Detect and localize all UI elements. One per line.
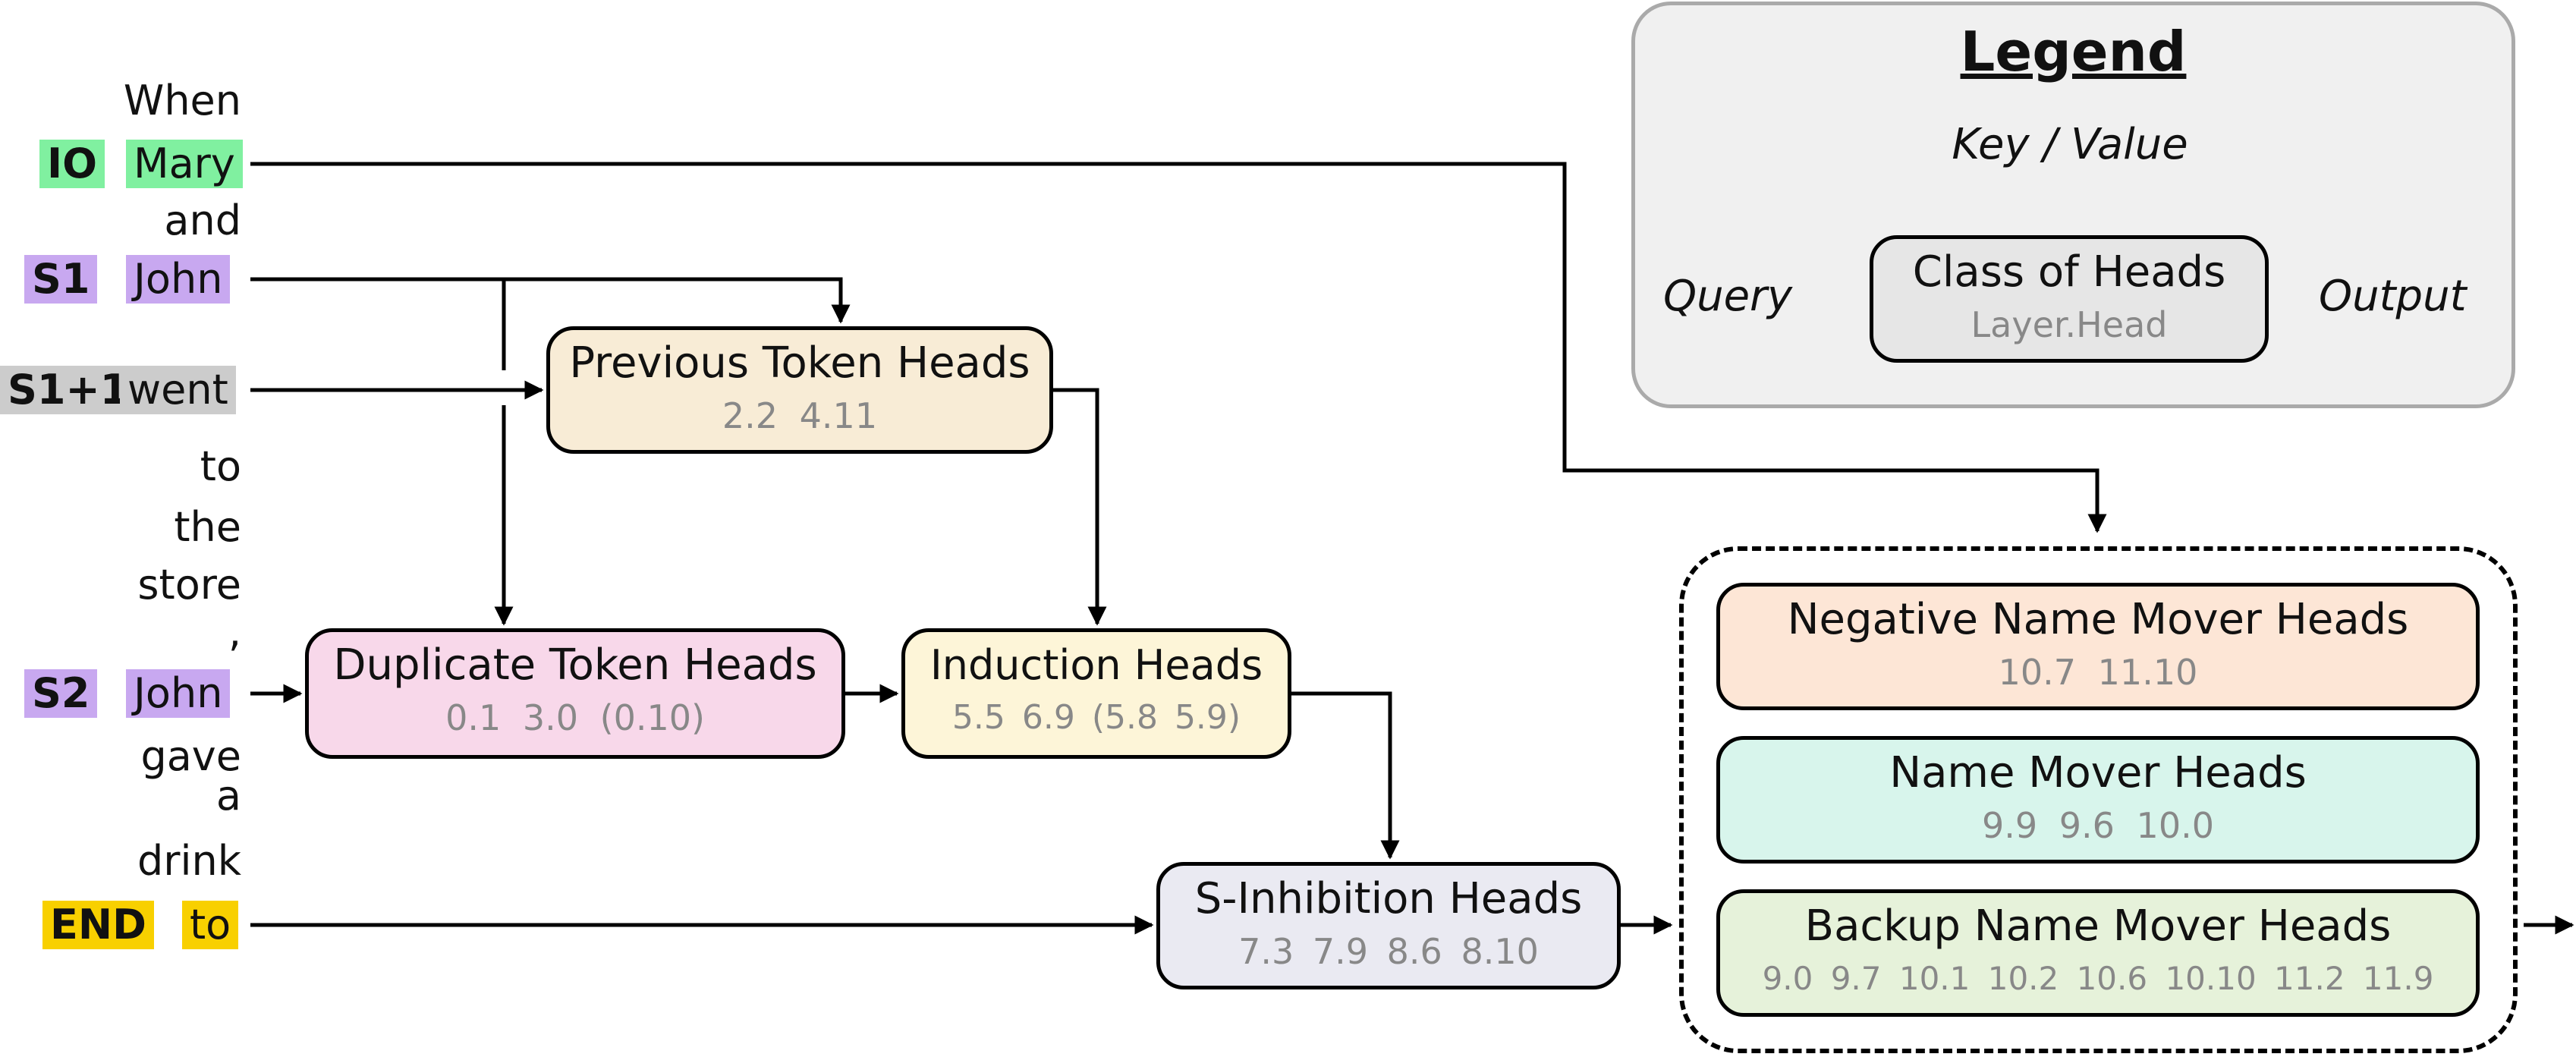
legend-class-of-heads: Class of Heads	[1912, 247, 2226, 297]
name-mover-heads-box: Name Mover Heads 9.9 9.6 10.0	[1716, 736, 2480, 864]
negative-name-mover-heads-title: Negative Name Mover Heads	[1787, 595, 2409, 644]
induction-heads-box: Induction Heads 5.5 6.9 (5.8 5.9)	[901, 628, 1291, 759]
s2-word: John	[126, 669, 231, 718]
s-inhibition-heads-box: S-Inhibition Heads 7.3 7.9 8.6 8.10	[1156, 862, 1621, 989]
s-inhibition-heads-list: 7.3 7.9 8.6 8.10	[1238, 931, 1539, 972]
previous-token-to-induction-arrow	[1053, 388, 1107, 626]
legend-query: Query	[1663, 272, 1793, 321]
name-mover-group	[1679, 546, 2518, 1053]
legend-title: Legend	[1960, 20, 2187, 83]
io-tag: IO	[39, 140, 105, 188]
legend-key-value: Key / Value	[1952, 120, 2188, 169]
s1-tag: S1	[24, 255, 98, 304]
word-a: a	[215, 772, 241, 819]
induction-heads-title: Induction Heads	[929, 641, 1263, 689]
backup-name-mover-heads-title: Backup Name Mover Heads	[1804, 901, 2392, 951]
backup-name-mover-heads-box: Backup Name Mover Heads 9.0 9.7 10.1 10.…	[1716, 889, 2480, 1017]
s2-tag: S2	[24, 669, 98, 718]
end-word: to	[182, 901, 239, 949]
name-mover-heads-list: 9.9 9.6 10.0	[1982, 805, 2214, 846]
backup-name-mover-heads-list: 9.0 9.7 10.1 10.2 10.6 10.10 11.2 11.9	[1762, 960, 2434, 997]
word-store: store	[137, 561, 241, 609]
legend-output: Output	[2319, 272, 2467, 321]
induction-to-s-inhibition-arrow	[1291, 691, 1400, 860]
legend-class-box: Class of Heads Layer.Head	[1870, 235, 2269, 363]
duplicate-token-heads-list: 0.1 3.0 (0.10)	[445, 697, 705, 738]
word-comma: ,	[228, 608, 241, 656]
io-to-name-movers-arrow	[250, 162, 2107, 533]
word-the: the	[174, 503, 241, 551]
duplicate-token-heads-title: Duplicate Token Heads	[333, 640, 817, 690]
previous-token-heads-title: Previous Token Heads	[569, 338, 1030, 388]
s1-to-previous-token-arrow	[250, 277, 851, 324]
induction-heads-list: 5.5 6.9 (5.8 5.9)	[951, 698, 1241, 737]
word-to: to	[200, 442, 241, 490]
s-inhibition-heads-title: S-Inhibition Heads	[1194, 874, 1583, 923]
word-and: and	[164, 197, 241, 244]
word-gave: gave	[140, 732, 241, 780]
previous-token-heads-list: 2.2 4.11	[722, 395, 878, 436]
word-drink: drink	[137, 837, 241, 885]
s1p1-tag: S1+1	[0, 366, 137, 414]
legend-layer-head: Layer.Head	[1971, 304, 2168, 345]
negative-name-mover-heads-list: 10.7 11.10	[1998, 652, 2198, 693]
previous-token-heads-box: Previous Token Heads 2.2 4.11	[546, 326, 1053, 454]
s1p1-word: went	[120, 366, 236, 414]
s1-word: John	[126, 255, 231, 304]
negative-name-mover-heads-box: Negative Name Mover Heads 10.7 11.10	[1716, 583, 2480, 710]
name-mover-heads-title: Name Mover Heads	[1889, 748, 2307, 797]
word-when: When	[123, 77, 241, 124]
duplicate-token-heads-box: Duplicate Token Heads 0.1 3.0 (0.10)	[305, 628, 845, 759]
io-word: Mary	[126, 140, 243, 188]
end-tag: END	[42, 901, 154, 949]
